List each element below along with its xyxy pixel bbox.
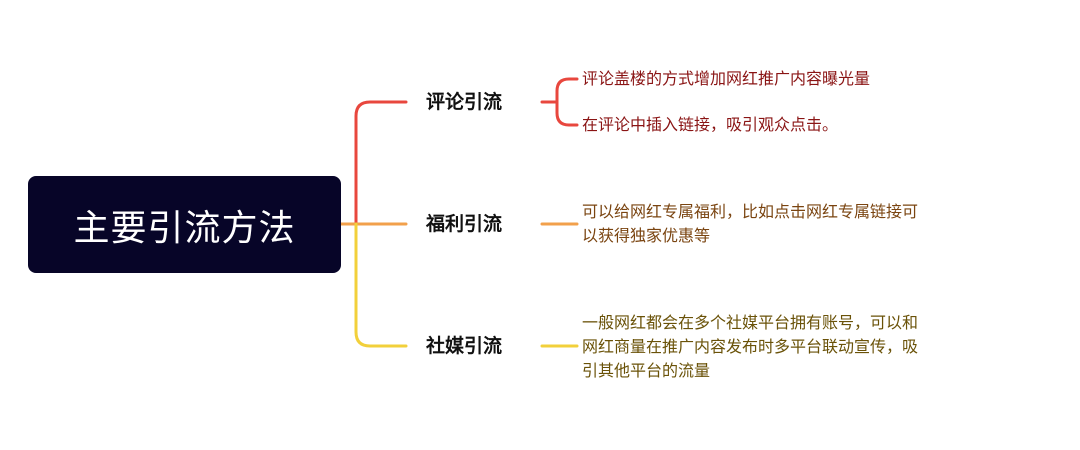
leaf-node-text: 评论盖楼的方式增加网红推广内容曝光量 (582, 69, 871, 88)
leaf-node-text-line: 一般网红都会在多个社媒平台拥有账号，可以和 (582, 313, 919, 332)
root-node-label: 主要引流方法 (73, 207, 296, 249)
connector-root-to-branch-3 (354, 222, 408, 348)
branch-node-label: 评论引流 (426, 91, 503, 113)
leaf-node-comments-2: 在评论中插入链接，吸引观众点击。 (582, 113, 838, 137)
leaf-node-text-line: 以获得独家优惠等 (582, 226, 711, 245)
leaf-node-benefits: 可以给网红专属福利，比如点击网红专属链接可 以获得独家优惠等 (582, 200, 918, 248)
connector-branch-1-to-leaves (540, 77, 579, 127)
branch-node-label: 福利引流 (426, 213, 503, 235)
branch-node-social: 社媒引流 (426, 334, 502, 358)
branch-node-benefits: 福利引流 (426, 212, 502, 236)
leaf-node-text: 在评论中插入链接，吸引观众点击。 (582, 115, 839, 134)
leaf-node-text-line: 网红商量在推广内容发布时多平台联动宣传，吸 (582, 337, 919, 356)
leaf-node-comments-1: 评论盖楼的方式增加网红推广内容曝光量 (582, 67, 870, 91)
leaf-node-social: 一般网红都会在多个社媒平台拥有账号，可以和 网红商量在推广内容发布时多平台联动宣… (582, 311, 918, 383)
leaf-node-text-line: 可以给网红专属福利，比如点击网红专属链接可 (582, 202, 919, 221)
branch-node-comments: 评论引流 (426, 90, 502, 114)
root-node: 主要引流方法 (28, 176, 341, 273)
leaf-node-text-line: 引其他平台的流量 (582, 361, 711, 380)
branch-node-label: 社媒引流 (426, 335, 503, 357)
connector-root-to-branch-1 (339, 100, 408, 226)
